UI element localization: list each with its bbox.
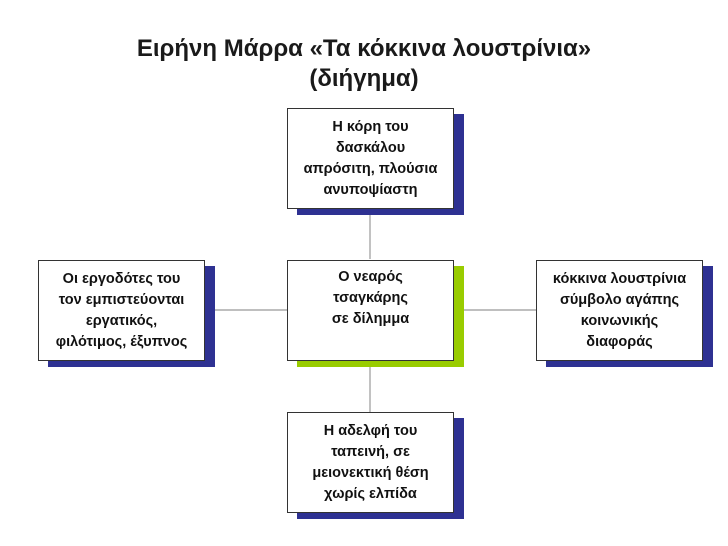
- node-center-line: τσαγκάρης: [333, 290, 408, 306]
- title-line-2: (διήγημα): [309, 65, 419, 92]
- node-left-line: Οι εργοδότες του: [62, 270, 181, 287]
- node-top-line: δασκάλου: [335, 139, 406, 156]
- node-left-line: φιλότιμος, έξυπνος: [55, 333, 188, 350]
- page-title: Ειρήνη Μάρρα «Τα κόκκινα λουστρίνια» (δι…: [0, 34, 728, 94]
- node-bottom-line: χωρίς ελπίδα: [324, 485, 417, 502]
- node-right-box: κόκκινα λουστρίνια σύμβολο αγάπης κοινων…: [536, 260, 703, 361]
- node-bottom-line: ταπεινή, σε: [331, 443, 410, 460]
- node-bottom-box: Η αδελφή του ταπεινή, σε μειονεκτική θέσ…: [287, 412, 454, 513]
- node-left-line: εργατικός,: [85, 312, 158, 329]
- node-bottom-line: μειονεκτική θέση: [312, 464, 429, 481]
- node-center-line: Ο νεαρός: [338, 269, 403, 285]
- node-left-line: τον εμπιστεύονται: [58, 291, 185, 308]
- title-line-1: Ειρήνη Μάρρα «Τα κόκκινα λουστρίνια»: [136, 35, 592, 62]
- node-center-box: Ο νεαρός τσαγκάρης σε δίλημμα: [287, 260, 454, 361]
- node-top: Η κόρη του δασκάλου απρόσιτη, πλούσια αν…: [287, 108, 464, 215]
- node-top-box: Η κόρη του δασκάλου απρόσιτη, πλούσια αν…: [287, 108, 454, 209]
- node-top-line: Η κόρη του: [332, 118, 409, 135]
- node-top-line: απρόσιτη, πλούσια: [303, 160, 438, 177]
- node-bottom-line: Η αδελφή του: [323, 422, 418, 439]
- node-right-line: κόκκινα λουστρίνια: [552, 270, 687, 287]
- node-right-line: κοινωνικής: [580, 312, 659, 329]
- node-bottom: Η αδελφή του ταπεινή, σε μειονεκτική θέσ…: [287, 412, 464, 519]
- node-top-line: ανυποψίαστη: [323, 181, 418, 198]
- node-left: Οι εργοδότες του τον εμπιστεύονται εργατ…: [38, 260, 215, 367]
- node-left-box: Οι εργοδότες του τον εμπιστεύονται εργατ…: [38, 260, 205, 361]
- node-right-line: διαφοράς: [586, 333, 653, 350]
- node-right-line: σύμβολο αγάπης: [559, 291, 680, 308]
- node-center: Ο νεαρός τσαγκάρης σε δίλημμα: [287, 260, 464, 367]
- node-center-line: σε δίλημμα: [331, 311, 410, 327]
- node-right: κόκκινα λουστρίνια σύμβολο αγάπης κοινων…: [536, 260, 713, 367]
